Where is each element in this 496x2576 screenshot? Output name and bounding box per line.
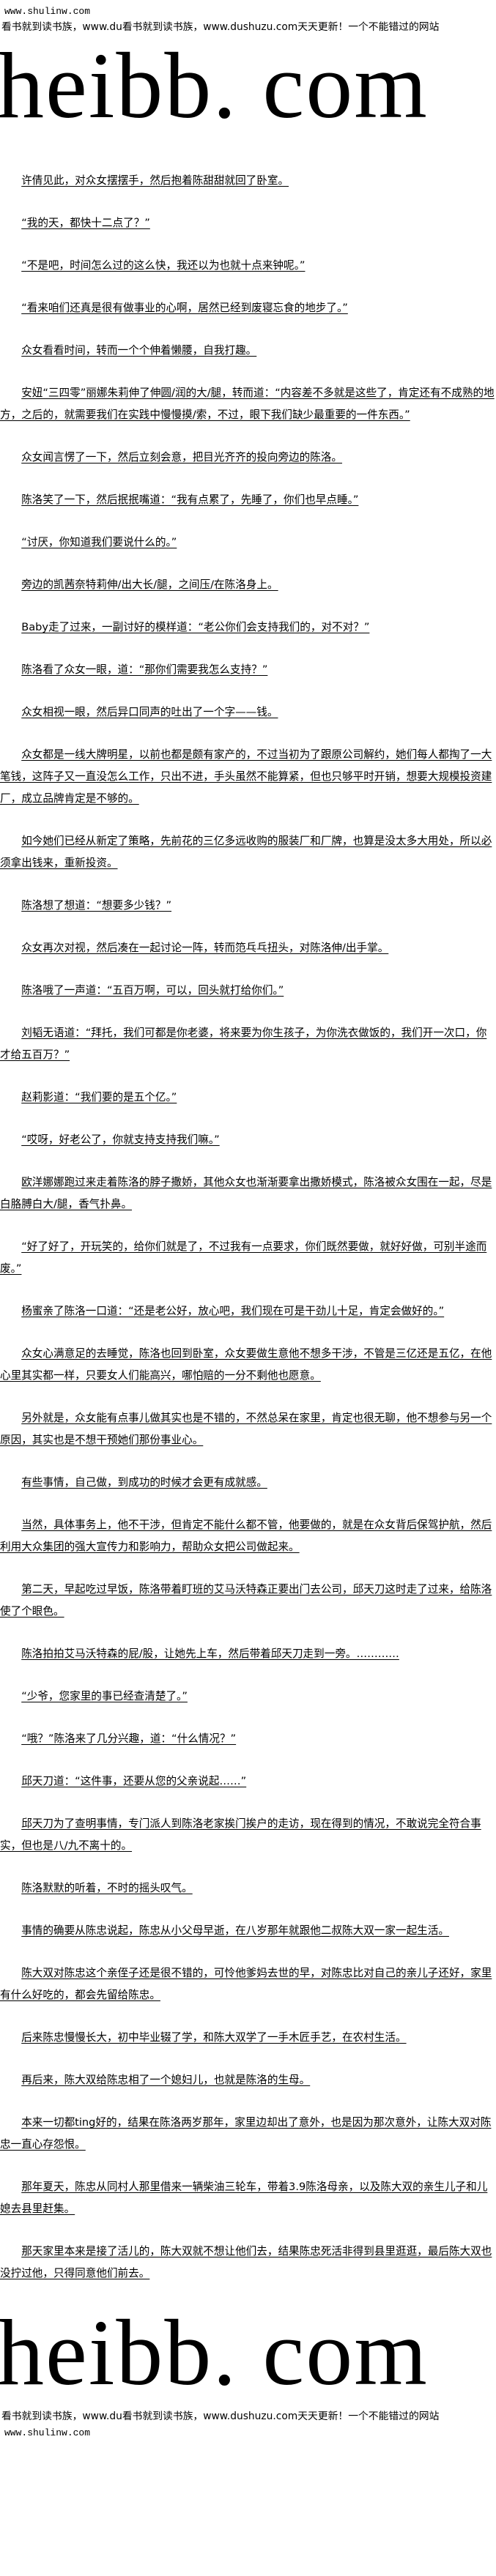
site-url-bottom[interactable]: www.shulinw.com: [4, 2427, 91, 2438]
paragraph: 另外就是，众女能有点事儿做其实也是不错的，不然总呆在家里，肯定也很无聊，他不想参…: [0, 1412, 492, 1446]
paragraph: 如今她们已经从新定了策略，先前花的三亿多远收购的服装厂和厂牌，也算是没太多大用处…: [0, 835, 492, 869]
paragraph: 杨蜜亲了陈洛一口道：“还是老公好，放心吧，我们现在可是干劲儿十足，肯定会做好的。…: [21, 1305, 445, 1317]
chapter-body: 许倩见此，对众女摆摆手，然后抱着陈甜甜就回了卧室。 “我的天，都快十二点了？” “不…: [0, 170, 496, 2285]
site-url-top[interactable]: www.shulinw.com: [4, 6, 91, 17]
paragraph: 陈洛看了众女一眼，道：“那你们需要我怎么支持？”: [21, 663, 268, 676]
paragraph: 刘韬无语道：“拜托，我们可都是你老婆，将来要为你生孩子，为你洗衣做饭的，我们开一…: [0, 1027, 487, 1061]
paragraph: 再后来，陈大双给陈忠相了一个媳妇儿，也就是陈洛的生母。: [21, 2074, 311, 2086]
paragraph: 赵莉影道：“我们要的是五个亿。”: [21, 1091, 177, 1103]
paragraph: 当然，具体事务上，他不干涉，但肯定不能什么都不管，他要做的，就是在众女背后保驾护…: [0, 1519, 492, 1553]
paragraph: 那天家里本来是接了活儿的，陈大双就不想让他们去，结果陈忠死活非得到县里逛逛，最后…: [0, 2245, 492, 2279]
paragraph: 众女心满意足的去睡觉，陈洛也回到卧室，众女要做生意他不想多干涉，不管是三亿还是五…: [0, 1347, 492, 1382]
paragraph: 有些事情，自己做，到成功的时候才会更有成就感。: [21, 1476, 267, 1489]
paragraph: 本来一切都ting好的，结果在陈洛两岁那年，家里边却出了意外，也是因为那次意外，…: [0, 2116, 492, 2151]
paragraph: 众女再次对视，然后凑在一起讨论一阵，转而笵乓乓扭头，对陈洛伸/出手掌。: [21, 942, 389, 954]
paragraph: 安妞“三四零”丽娜朱莉伸了伸圆/润的大/腿，转而道：“内容差不多就是这些了，肯定…: [0, 387, 495, 421]
paragraph: 第二天，早起吃过早饭，陈洛带着盯班的艾马沃特森正要出门去公司，邱天刀这时走了过来…: [0, 1583, 492, 1618]
paragraph: “哦？”陈洛来了几分兴趣，道：“什么情况？”: [21, 1732, 237, 1745]
paragraph: 众女看看时间，转而一个个伸着懒腰，自我打趣。: [21, 344, 257, 357]
paragraph: 陈洛哦了一声道：“五百万啊，可以，回头就打给你们。”: [21, 984, 284, 997]
paragraph: 后来陈忠慢慢长大，初中毕业辍了学，和陈大双学了一手木匠手艺，在农村生活。: [21, 2031, 407, 2044]
paragraph: 陈洛默默的听着，不时的摇头叹气。: [21, 1882, 193, 1894]
paragraph: “少爷，您家里的事已经查清楚了。”: [21, 1690, 188, 1702]
paragraph: “我的天，都快十二点了？”: [21, 217, 150, 229]
paragraph: 旁边的凯茜奈特莉伸/出大长/腿，之间压/在陈洛身上。: [21, 578, 278, 591]
paragraph: 众女相视一眼，然后异口同声的吐出了一个字——钱。: [21, 706, 278, 718]
watermark-logo-top: heibb. com: [0, 38, 429, 133]
watermark-logo-bottom: heibb. com: [0, 2305, 429, 2400]
paragraph: 众女闻言愣了一下，然后立刻会意，把目光齐齐的投向旁边的陈洛。: [21, 451, 343, 464]
paragraph: 陈洛想了想道：“想要多少钱？”: [21, 899, 172, 912]
site-banner-top[interactable]: 看书就到读书族，www.du看书就到读书族，www.dushuzu.com天天更…: [1, 21, 440, 33]
paragraph: 陈洛拍拍艾马沃特森的屁/股，让她先上车，然后带着邱天刀走到一旁。…………: [21, 1648, 399, 1660]
paragraph: 陈大双对陈忠这个亲侄子还是很不错的，可怜他爹妈去世的早，对陈忠比对自己的亲儿子还…: [0, 1967, 492, 2001]
paragraph: “哎呀，好老公了，你就支持支持我们嘛。”: [21, 1133, 220, 1146]
paragraph: “看来咱们还真是很有做事业的心啊，居然已经到废寝忘食的地步了。”: [21, 302, 348, 314]
paragraph: “不是吧，时间怎么过的这么快，我还以为也就十点来钟呢。”: [21, 259, 306, 272]
paragraph: 那年夏天，陈忠从同村人那里借来一辆柴油三轮车，带着3.9陈洛母亲，以及陈大双的亲…: [0, 2181, 488, 2215]
paragraph: 邱天刀道：“这件事，还要从您的父亲说起……”: [21, 1775, 247, 1787]
paragraph: 陈洛笑了一下，然后抿抿嘴道：“我有点累了，先睡了，你们也早点睡。”: [21, 494, 359, 506]
paragraph: 邱天刀为了查明事情，专门派人到陈洛老家挨门挨户的走访，现在得到的情况，不敢说完全…: [0, 1817, 481, 1852]
paragraph: Baby走了过来，一副讨好的模样道：“老公你们会支持我们的，对不对？”: [21, 621, 370, 633]
paragraph: 事情的确要从陈忠说起，陈忠从小父母早逝，在八岁那年就跟他二叔陈大双一家一起生活。: [21, 1924, 449, 1937]
paragraph: 众女都是一线大牌明星，以前也都是颇有家产的，不过当初为了跟原公司解约，她们每人都…: [0, 748, 492, 805]
paragraph: “讨厌，你知道我们要说什么的。”: [21, 536, 177, 548]
paragraph: “好了好了，开玩笑的，给你们就是了，不过我有一点要求，你们既然要做，就好好做，可…: [0, 1240, 487, 1275]
site-banner-bottom[interactable]: 看书就到读书族，www.du看书就到读书族，www.dushuzu.com天天更…: [1, 2411, 440, 2422]
paragraph: 欧洋娜娜跑过来走着陈洛的脖子撒娇，其他众女也渐渐要拿出撒娇模式，陈洛被众女围在一…: [0, 1176, 492, 1210]
paragraph: 许倩见此，对众女摆摆手，然后抱着陈甜甜就回了卧室。: [21, 174, 289, 187]
